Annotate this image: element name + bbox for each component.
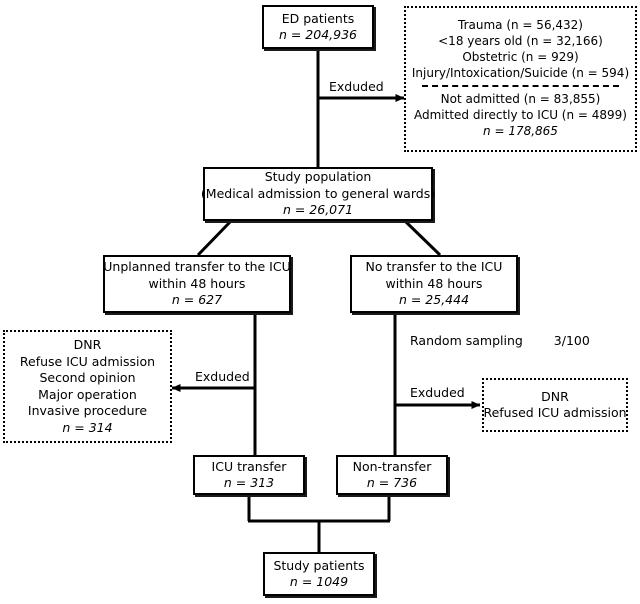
random-sampling-line-2: 3/100 bbox=[553, 333, 590, 348]
node-no-transfer-line-2: within 48 hours bbox=[385, 275, 483, 291]
edge-label-random-sampling: Random sampling 3/100 bbox=[410, 333, 590, 350]
node-unplanned-transfer-line-3: n = 627 bbox=[171, 292, 223, 308]
node-study-patients: Study patients n = 1049 bbox=[263, 552, 375, 596]
node-study-population-line-1: Study population bbox=[264, 169, 372, 185]
node-study-population-line-2: (Medical admission to general wards) bbox=[200, 185, 436, 201]
node-dnr-exclusion-left: DNR Refuse ICU admission Second opinion … bbox=[3, 330, 172, 443]
exclusion-not-admitted: Not admitted (n = 83,855) bbox=[440, 92, 601, 107]
dnr-left-line-4: Major operation bbox=[38, 386, 137, 402]
node-ed-patients: ED patients n = 204,936 bbox=[262, 5, 374, 49]
node-study-population-line-3: n = 26,071 bbox=[282, 202, 354, 218]
exclusion-obstetric: Obstetric (n = 929) bbox=[462, 49, 579, 64]
edge-label-excluded-top: Exduded bbox=[329, 79, 384, 96]
node-exclusion-criteria: Trauma (n = 56,432) <18 years old (n = 3… bbox=[404, 6, 637, 152]
node-study-population: Study population (Medical admission to g… bbox=[200, 167, 436, 221]
dnr-left-line-3: Second opinion bbox=[39, 370, 136, 385]
node-unplanned-transfer-line-2: within 48 hours bbox=[148, 275, 246, 291]
node-dnr-exclusion-right: DNR Refused ICU admission bbox=[482, 378, 628, 432]
random-sampling-line-1: Random sampling bbox=[410, 333, 523, 348]
edge-label-excluded-right: Exduded bbox=[410, 385, 465, 402]
node-icu-transfer: ICU transfer n = 313 bbox=[193, 455, 305, 495]
connector-study-to-unplanned bbox=[196, 219, 233, 257]
node-icu-transfer-line-1: ICU transfer bbox=[211, 458, 287, 474]
dnr-left-line-2: Refuse ICU admission bbox=[19, 353, 156, 369]
node-no-transfer-line-1: No transfer to the ICU bbox=[365, 259, 503, 275]
dnr-left-line-1: DNR bbox=[73, 337, 102, 352]
node-icu-transfer-line-2: n = 313 bbox=[223, 475, 275, 490]
exclusion-admitted-directly-icu: Admitted directly to ICU (n = 4899) bbox=[414, 108, 627, 123]
edge-label-excluded-left: Exduded bbox=[195, 369, 250, 386]
node-no-transfer: No transfer to the ICU within 48 hours n… bbox=[350, 255, 518, 313]
node-non-transfer: Non-transfer n = 736 bbox=[336, 455, 448, 495]
connector-study-to-notransfer bbox=[403, 219, 442, 257]
exclusion-under-18: <18 years old (n = 32,166) bbox=[438, 33, 603, 48]
exclusion-trauma: Trauma (n = 56,432) bbox=[458, 18, 583, 33]
exclusion-divider bbox=[422, 85, 619, 88]
dnr-right-line-2: Refused ICU admission bbox=[483, 405, 627, 420]
dnr-left-line-5: Invasive procedure bbox=[27, 403, 148, 418]
exclusion-injury-intoxication-suicide: Injury/Intoxication/Suicide (n = 594) bbox=[411, 65, 630, 80]
node-ed-patients-line-2: n = 204,936 bbox=[278, 27, 358, 42]
node-non-transfer-line-1: Non-transfer bbox=[352, 458, 432, 474]
node-no-transfer-line-3: n = 25,444 bbox=[398, 292, 470, 308]
dnr-right-line-1: DNR bbox=[541, 388, 569, 404]
node-unplanned-transfer-line-1: Unplanned transfer to the ICU bbox=[103, 259, 291, 275]
node-study-patients-line-2: n = 1049 bbox=[289, 574, 349, 589]
exclusion-total: n = 178,865 bbox=[483, 124, 558, 139]
node-study-patients-line-1: Study patients bbox=[273, 557, 365, 573]
node-non-transfer-line-2: n = 736 bbox=[366, 475, 418, 490]
node-unplanned-transfer: Unplanned transfer to the ICU within 48 … bbox=[103, 255, 291, 313]
dnr-left-line-6: n = 314 bbox=[62, 419, 113, 435]
node-ed-patients-line-1: ED patients bbox=[281, 10, 355, 26]
